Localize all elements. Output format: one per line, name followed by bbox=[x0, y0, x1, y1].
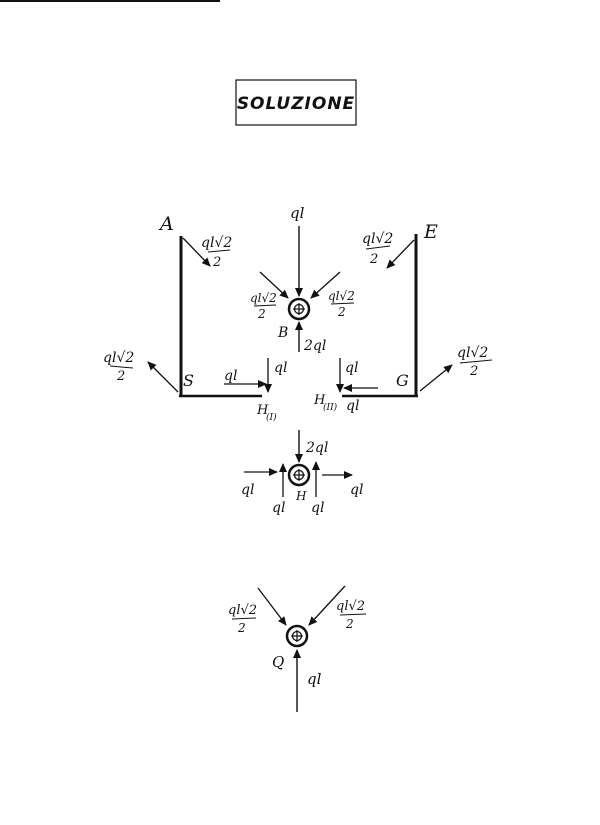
title-box: SOLUZIONE bbox=[235, 79, 357, 126]
label-node-b: B bbox=[277, 325, 288, 341]
svg-text:ql√2: ql√2 bbox=[362, 231, 393, 247]
right-member bbox=[342, 234, 418, 398]
force-label-q-left: ql√2 2 bbox=[228, 603, 257, 635]
label-node-h-i: H (I) bbox=[256, 403, 277, 423]
force-label-b-right: ql√2 2 bbox=[328, 289, 355, 319]
force-label-a: ql√2 2 bbox=[201, 235, 232, 270]
svg-text:2: 2 bbox=[237, 621, 246, 635]
svg-text:2: 2 bbox=[212, 255, 221, 270]
svg-text:ql√2: ql√2 bbox=[201, 235, 232, 251]
force-arrow-b-left bbox=[259, 271, 289, 299]
force-arrow-q-right bbox=[308, 585, 346, 626]
force-label-hii-horizontal: ql bbox=[346, 398, 359, 414]
svg-text:2: 2 bbox=[257, 307, 266, 321]
force-arrow-e bbox=[386, 239, 415, 269]
label-node-g: G bbox=[396, 371, 409, 390]
force-label-b-top: ql bbox=[290, 204, 305, 222]
force-arrow-s bbox=[147, 361, 179, 393]
label-node-a: A bbox=[158, 213, 174, 235]
force-arrow-g bbox=[419, 364, 453, 392]
label-node-h-ii: H (II) bbox=[313, 393, 338, 413]
svg-text:H: H bbox=[313, 393, 326, 408]
svg-text:2: 2 bbox=[345, 617, 354, 631]
svg-text:ql√2: ql√2 bbox=[228, 603, 257, 618]
force-label-e: ql√2 2 bbox=[362, 231, 393, 267]
node-h bbox=[287, 463, 311, 487]
force-label-q-bottom: ql bbox=[307, 670, 322, 688]
force-arrow-a bbox=[182, 237, 211, 267]
force-arrow-b-right bbox=[310, 271, 341, 299]
left-member bbox=[179, 236, 262, 398]
node-q bbox=[285, 624, 309, 648]
label-node-q: Q bbox=[272, 653, 284, 671]
force-label-h-right-horizontal: ql bbox=[350, 482, 363, 498]
svg-text:2: 2 bbox=[337, 305, 346, 319]
svg-text:(II): (II) bbox=[323, 402, 338, 413]
svg-text:ql√2: ql√2 bbox=[336, 599, 365, 614]
force-label-hi-vertical: ql bbox=[274, 360, 287, 376]
svg-text:ql√2: ql√2 bbox=[457, 345, 488, 361]
force-label-h-top: 2ql bbox=[305, 440, 328, 456]
svg-text:2: 2 bbox=[469, 364, 478, 379]
force-label-q-right: ql√2 2 bbox=[336, 599, 367, 631]
force-label-b-left: ql√2 2 bbox=[250, 291, 277, 321]
label-node-h: H bbox=[295, 489, 307, 503]
svg-text:ql√2: ql√2 bbox=[328, 289, 355, 303]
title: SOLUZIONE bbox=[237, 94, 355, 114]
svg-text:ql√2: ql√2 bbox=[103, 350, 134, 366]
force-label-hii-vertical: ql bbox=[345, 360, 358, 376]
force-label-hi-horizontal: ql bbox=[224, 368, 237, 384]
svg-text:2: 2 bbox=[116, 369, 125, 384]
force-label-h-left-horizontal: ql bbox=[241, 482, 254, 498]
force-label-b-bottom: 2ql bbox=[303, 338, 326, 354]
force-label-g: ql√2 2 bbox=[457, 345, 493, 379]
node-b bbox=[287, 297, 311, 321]
svg-text:H: H bbox=[256, 403, 269, 418]
svg-text:ql√2: ql√2 bbox=[250, 291, 277, 305]
force-label-h-left-vertical: ql bbox=[272, 500, 285, 516]
force-label-s: ql√2 2 bbox=[103, 350, 134, 384]
force-label-h-right-vertical: ql bbox=[311, 500, 324, 516]
label-node-s: S bbox=[183, 371, 194, 390]
svg-text:(I): (I) bbox=[266, 412, 277, 423]
force-arrow-q-left bbox=[257, 587, 287, 626]
label-node-e: E bbox=[423, 221, 438, 243]
svg-text:2: 2 bbox=[369, 252, 378, 267]
